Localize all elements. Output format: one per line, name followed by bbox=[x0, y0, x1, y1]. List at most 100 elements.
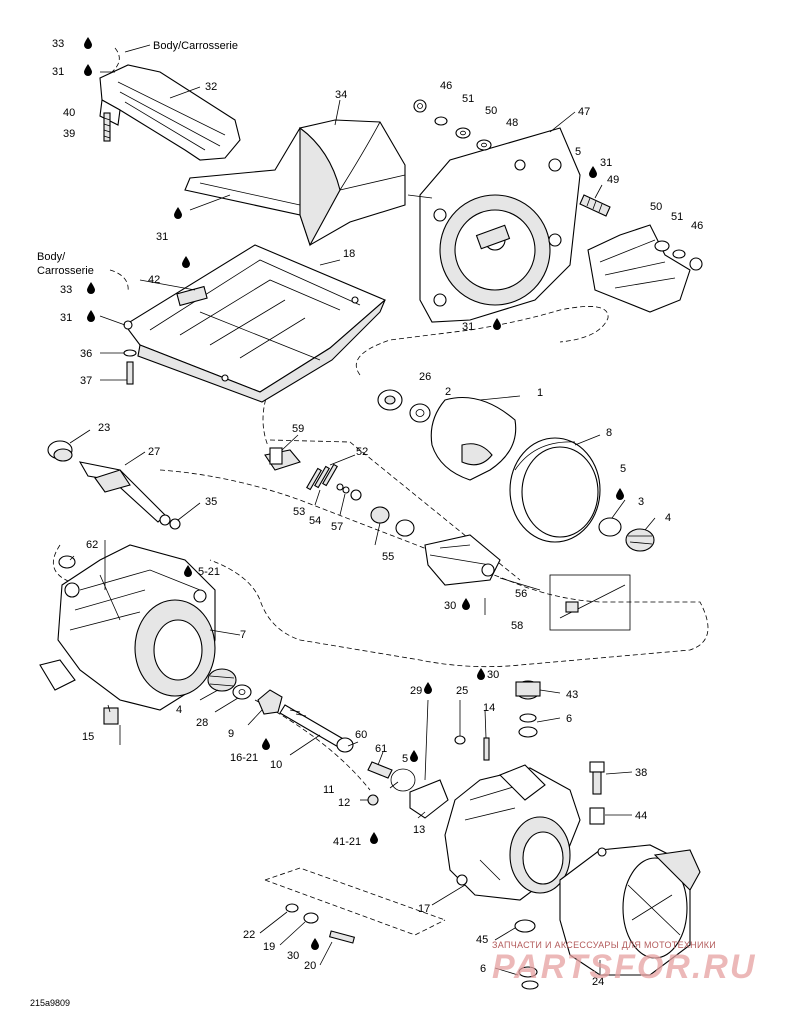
callout: 39 bbox=[63, 128, 75, 140]
part-45-lower-washers bbox=[514, 919, 539, 990]
callout: 26 bbox=[419, 371, 431, 383]
callout: 50 bbox=[650, 201, 662, 213]
drop-icon bbox=[87, 310, 95, 322]
callout: 33 bbox=[60, 284, 72, 296]
callout: 33 bbox=[52, 38, 64, 50]
callout: 27 bbox=[148, 446, 160, 458]
part-54-washers bbox=[336, 483, 350, 494]
callout: 1 bbox=[537, 387, 543, 399]
part-51-washer bbox=[434, 116, 448, 126]
callout: 52 bbox=[356, 446, 368, 458]
part-56-actuator bbox=[424, 534, 501, 586]
part-35-washers bbox=[159, 514, 181, 530]
part-53-screws bbox=[306, 463, 338, 491]
drop-icon bbox=[87, 282, 95, 294]
drop-icon bbox=[182, 256, 190, 268]
callout: 5 bbox=[402, 753, 408, 765]
drop-icon bbox=[84, 37, 92, 49]
part-13-cone bbox=[409, 779, 449, 819]
callout: 35 bbox=[205, 496, 217, 508]
callout: 11 bbox=[323, 784, 334, 796]
part-11-ring bbox=[390, 768, 416, 792]
callout: 60 bbox=[355, 729, 367, 741]
part-23-cap bbox=[47, 440, 73, 462]
part-17-venturi bbox=[444, 764, 581, 901]
drop-icon bbox=[589, 166, 597, 178]
callout: 17 bbox=[418, 903, 430, 915]
callout: 31 bbox=[600, 157, 612, 169]
callout: 44 bbox=[635, 810, 647, 822]
callout: 57 bbox=[331, 521, 343, 533]
part-19-washer bbox=[303, 912, 319, 924]
part-3-seal bbox=[598, 517, 622, 537]
part-1-impeller-cover bbox=[430, 396, 517, 481]
callout: 47 bbox=[578, 106, 590, 118]
callout: 45 bbox=[476, 934, 488, 946]
part-2-seal bbox=[409, 403, 431, 423]
part-9-nut bbox=[257, 689, 283, 715]
callout: 15 bbox=[82, 731, 94, 743]
part-46-nut-right bbox=[689, 257, 703, 271]
callout: 9 bbox=[228, 728, 234, 740]
callout: 54 bbox=[309, 515, 321, 527]
callout: 14 bbox=[483, 702, 495, 714]
part-27-shaft bbox=[78, 461, 166, 523]
callout: 37 bbox=[80, 375, 92, 387]
drop-icon bbox=[262, 738, 270, 750]
callout: 53 bbox=[293, 506, 305, 518]
part-58-rod bbox=[549, 574, 631, 631]
part-15-clip bbox=[103, 707, 119, 725]
drop-icon bbox=[616, 488, 624, 500]
part-43-bushing bbox=[515, 680, 541, 700]
drop-icon bbox=[493, 318, 501, 330]
part-12-plug bbox=[367, 794, 379, 806]
callout: 50 bbox=[485, 105, 497, 117]
drop-icon bbox=[477, 668, 485, 680]
callout: 40 bbox=[63, 107, 75, 119]
callout: 8 bbox=[606, 427, 612, 439]
callout: 42 bbox=[148, 274, 160, 286]
callout: 7 bbox=[240, 629, 246, 641]
callout: 12 bbox=[338, 797, 350, 809]
callout: 30 bbox=[487, 669, 499, 681]
part-57-sleeve bbox=[350, 489, 362, 501]
part-39-screw bbox=[103, 112, 111, 142]
watermark-text: ЗАПЧАСТИ И АКСЕССУАРЫ ДЛЯ МОТОТЕХНИКИ bbox=[492, 940, 717, 950]
callout: 28 bbox=[196, 717, 208, 729]
callout: 31 bbox=[156, 231, 168, 243]
drop-icon bbox=[311, 938, 319, 950]
drop-icon bbox=[410, 750, 418, 762]
callout: 6 bbox=[566, 713, 572, 725]
part-59-connector bbox=[264, 447, 301, 471]
callout: 6 bbox=[480, 963, 486, 975]
part-38-bolt bbox=[589, 761, 605, 795]
callout: 29 bbox=[410, 685, 422, 697]
callout: 25 bbox=[456, 685, 468, 697]
part-36-washer bbox=[123, 349, 137, 357]
part-49-stud bbox=[579, 194, 611, 217]
callout: 34 bbox=[335, 89, 347, 101]
callout-labels: 33 31 Body/Carrosserie 32 40 39 34 46 51… bbox=[30, 38, 703, 1008]
part-50-washer bbox=[455, 127, 471, 139]
callout: 56 bbox=[515, 588, 527, 600]
callout: 18 bbox=[343, 248, 355, 260]
leader-lines bbox=[69, 44, 656, 976]
callout: 41-21 bbox=[333, 836, 361, 848]
part-22-washer bbox=[285, 903, 299, 913]
callout: 55 bbox=[382, 551, 394, 563]
part-37-screw bbox=[126, 361, 134, 385]
callout: 30 bbox=[444, 600, 456, 612]
part-4-bearing-lower bbox=[207, 668, 237, 692]
callout: 30 bbox=[287, 950, 299, 962]
callout: 46 bbox=[691, 220, 703, 232]
part-61-spring bbox=[367, 761, 393, 779]
callout: 4 bbox=[176, 704, 182, 716]
callout: 10 bbox=[270, 759, 282, 771]
callout: 62 bbox=[86, 539, 98, 551]
part-6-washers bbox=[518, 713, 538, 738]
part-8-wear-ring bbox=[509, 437, 601, 543]
callout: 23 bbox=[98, 422, 110, 434]
callout: 20 bbox=[304, 960, 316, 972]
callout: 51 bbox=[462, 93, 474, 105]
